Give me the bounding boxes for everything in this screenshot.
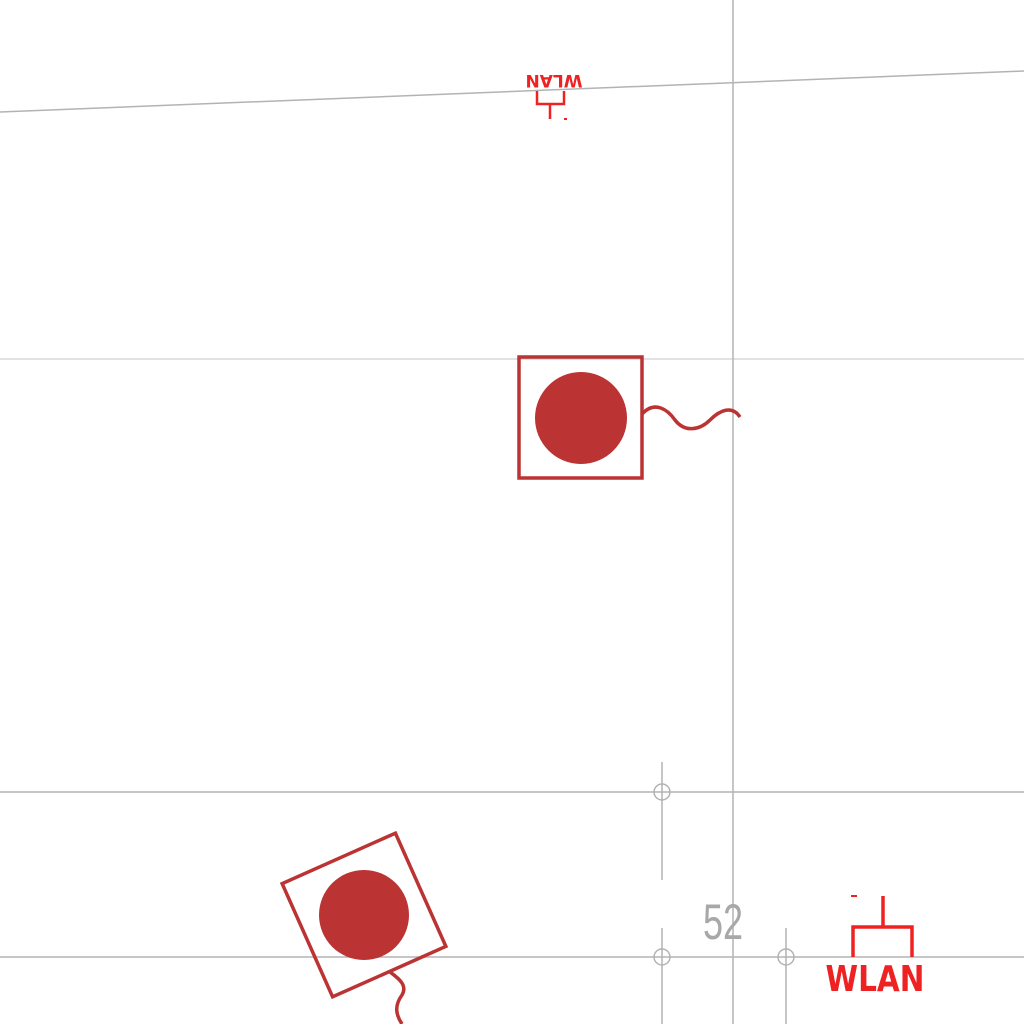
wlan-label-upper: WLAN (526, 70, 583, 90)
manual-call-point-icon (517, 355, 742, 480)
dimension-marker-circle (777, 948, 795, 966)
wlan-access-point-icon (535, 91, 567, 120)
wlan-access-point-lower: WLAN (826, 895, 925, 1000)
manual-call-point-icon (279, 830, 449, 1024)
dimension-markers (653, 783, 795, 966)
wall-line-top-sloped (0, 70, 1024, 113)
dimension-marker-circle (653, 783, 671, 801)
wlan-label-lower: WLAN (826, 957, 925, 1000)
manual-call-point-upper (517, 355, 742, 480)
dimension-label: 52 (703, 895, 743, 950)
dimension-marker-circle (653, 948, 671, 966)
wlan-access-point-upper: WLAN (526, 70, 583, 120)
manual-call-point-lower (279, 830, 449, 1024)
wlan-access-point-icon (851, 895, 914, 957)
